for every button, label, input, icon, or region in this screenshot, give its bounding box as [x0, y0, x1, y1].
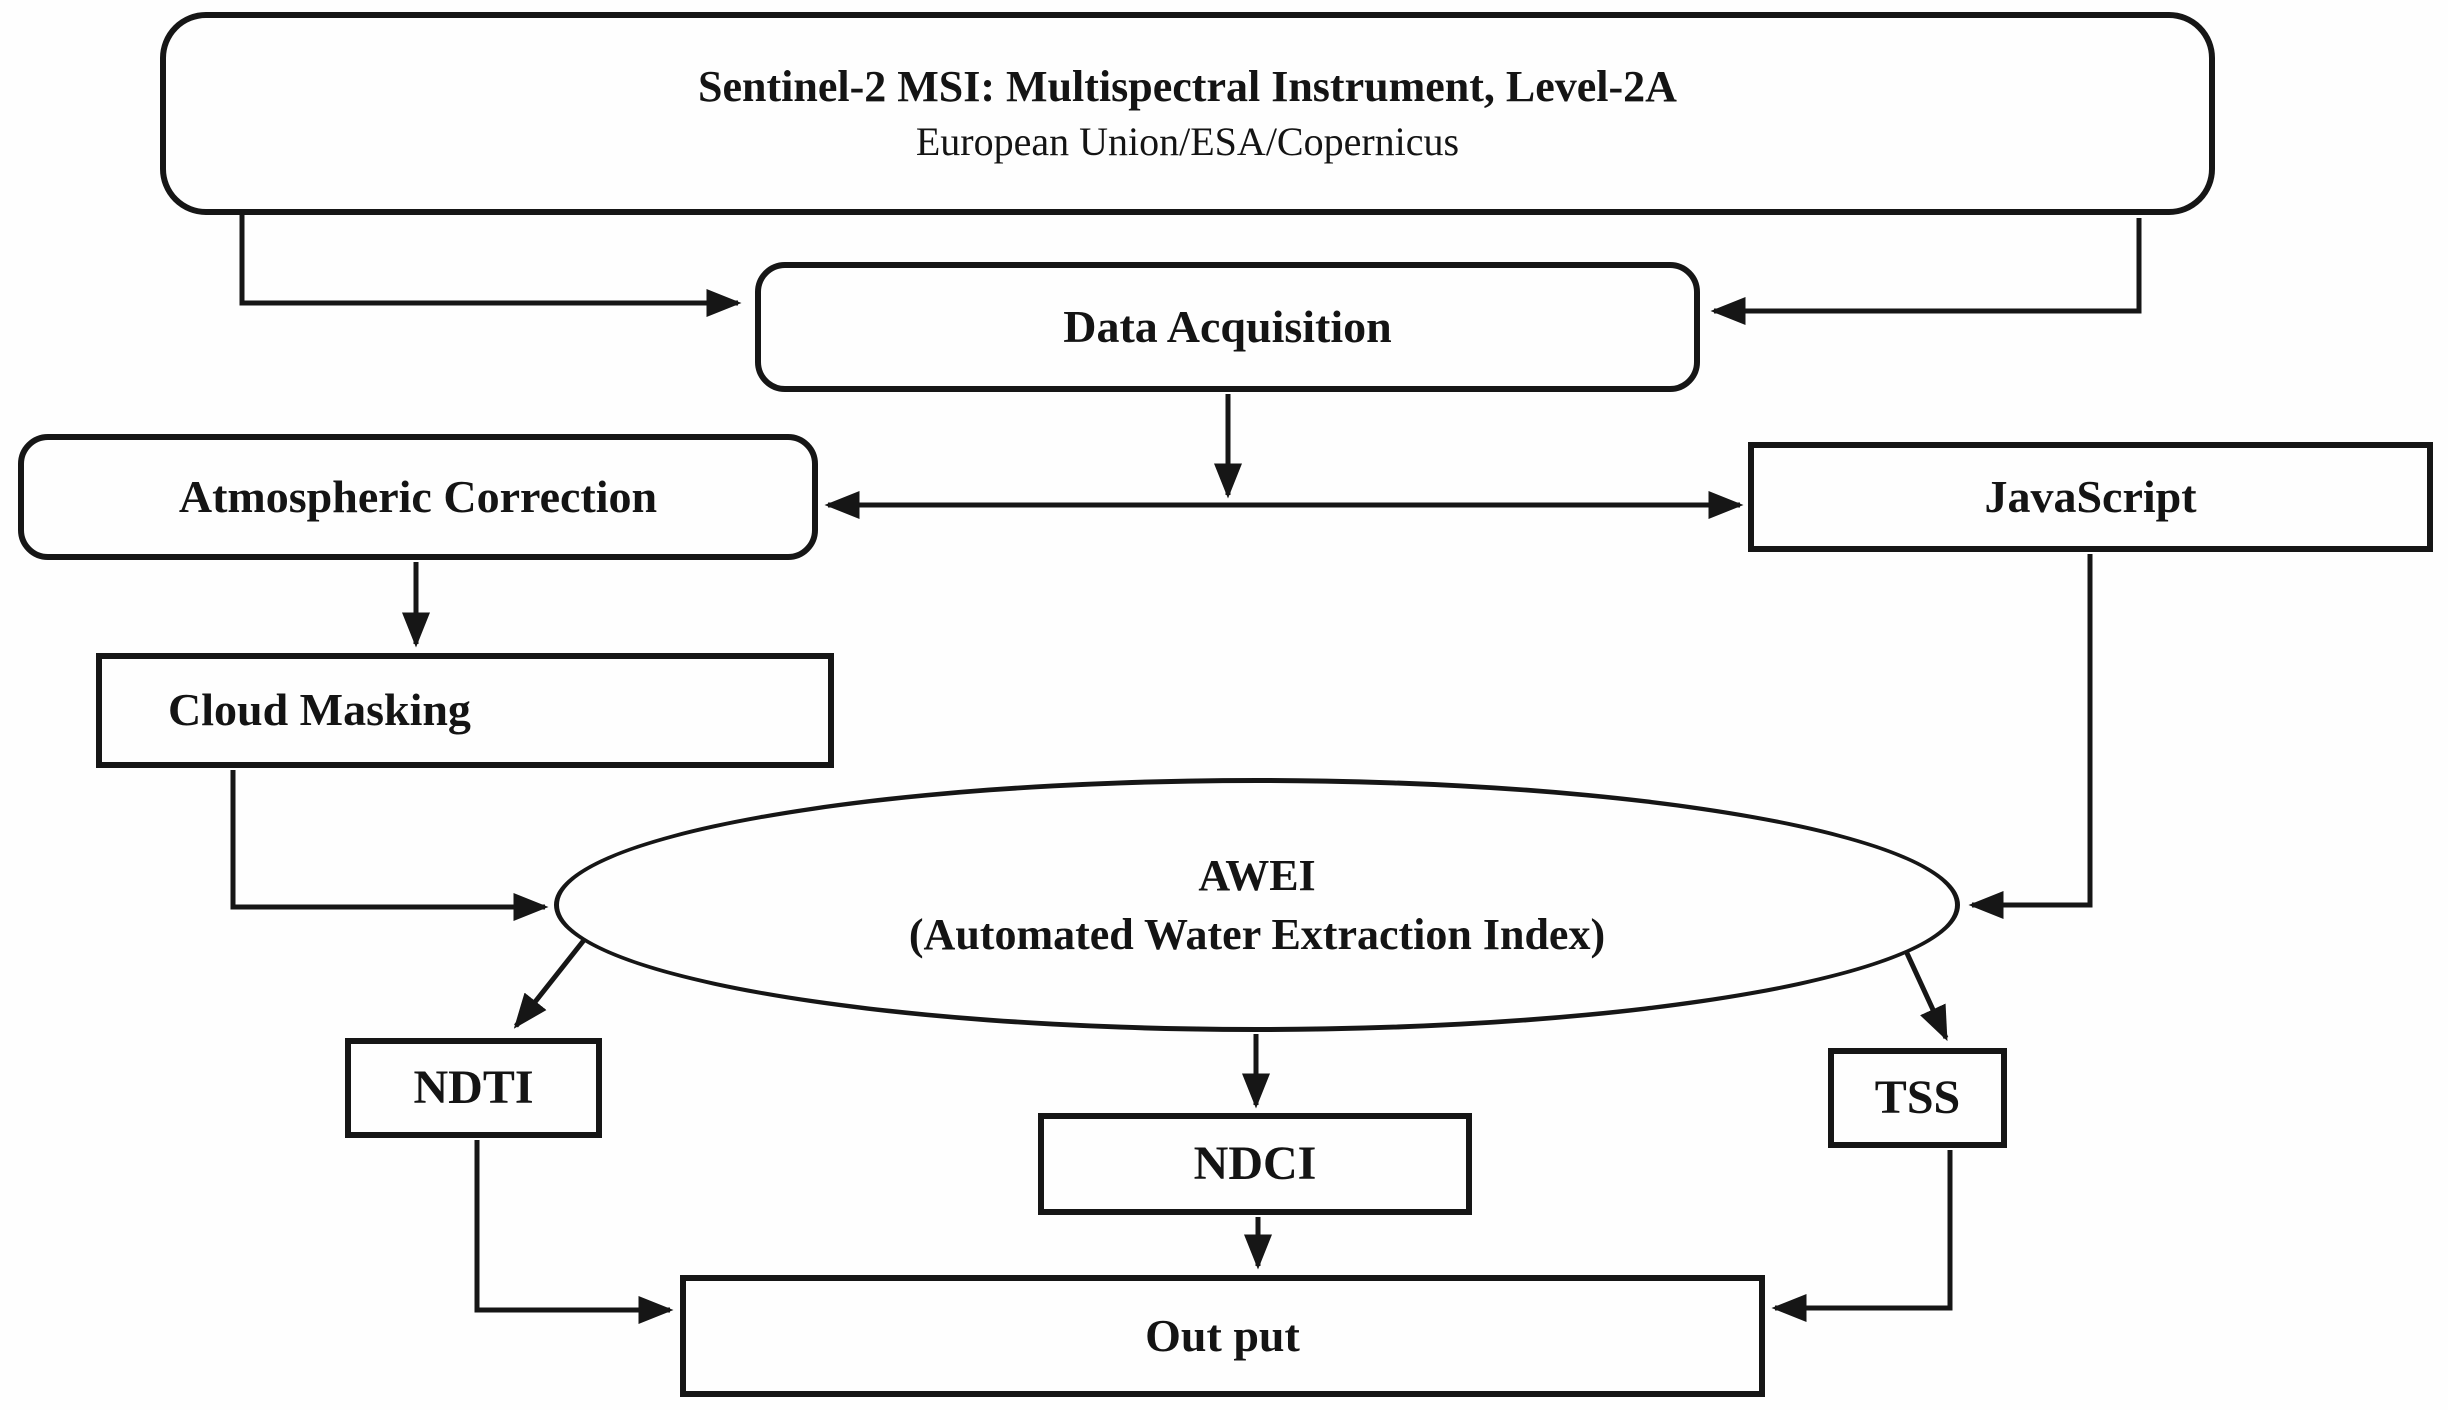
node-javascript: JavaScript [1748, 442, 2433, 552]
sentinel-source-subtitle: European Union/ESA/Copernicus [915, 118, 1460, 164]
node-tss: TSS [1828, 1048, 2007, 1148]
awei-acronym: AWEI [1198, 850, 1316, 900]
node-ndci: NDCI [1038, 1113, 1472, 1215]
node-ndti: NDTI [345, 1038, 602, 1138]
atmospheric-correction-label: Atmospheric Correction [178, 470, 658, 522]
edge-source-to-data-acquisition-right [1710, 218, 2142, 325]
node-cloud-masking: Cloud Masking [96, 653, 834, 768]
edge-tss-to-output [1771, 1150, 1953, 1322]
data-acquisition-label: Data Acquisition [1063, 300, 1392, 352]
node-output: Out put [680, 1275, 1765, 1397]
edge-ndti-to-output [474, 1140, 674, 1325]
edge-cloud-masking-to-awei [230, 770, 549, 922]
edge-source-to-data-acquisition-left [239, 215, 742, 318]
node-sentinel-source: Sentinel-2 MSI: Multispectral Instrument… [160, 12, 2215, 215]
node-atmospheric-correction: Atmospheric Correction [18, 434, 818, 560]
output-label: Out put [1145, 1309, 1300, 1361]
edge-javascript-to-awei [1968, 554, 2093, 919]
node-awei-ellipse: AWEI (Automated Water Extraction Index) [554, 778, 1960, 1032]
edge-awei-to-ndti [513, 933, 590, 1029]
ndci-label: NDCI [1193, 1137, 1317, 1191]
node-data-acquisition: Data Acquisition [755, 262, 1700, 392]
tss-label: TSS [1874, 1071, 1961, 1125]
awei-full-name: (Automated Water Extraction Index) [908, 910, 1606, 959]
javascript-label: JavaScript [1984, 470, 2197, 522]
ndti-label: NDTI [413, 1061, 534, 1115]
cloud-masking-label: Cloud Masking [168, 684, 471, 736]
edge-awei-to-tss [1897, 936, 1949, 1042]
sentinel-source-title: Sentinel-2 MSI: Multispectral Instrument… [698, 62, 1677, 112]
